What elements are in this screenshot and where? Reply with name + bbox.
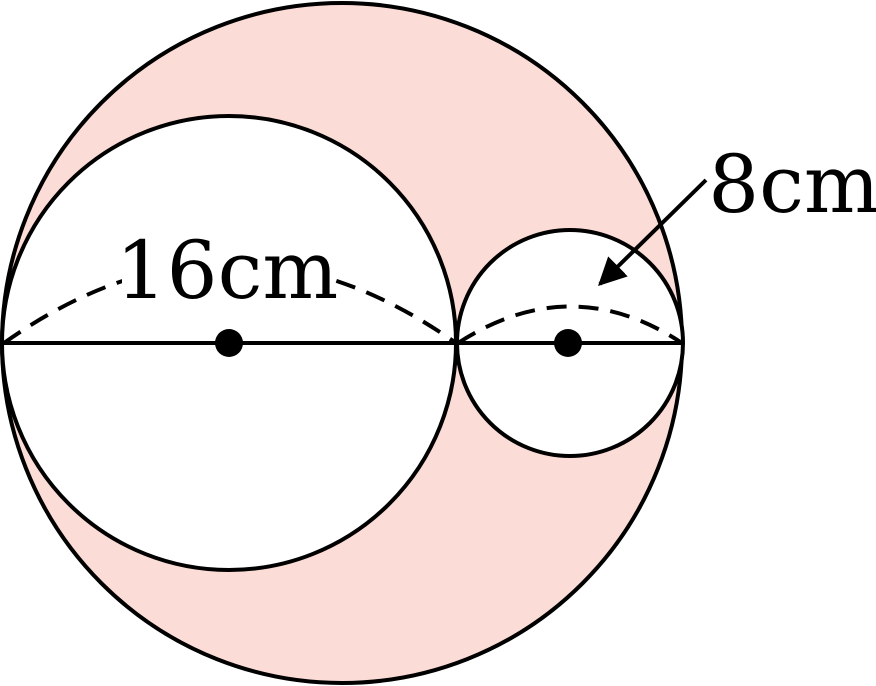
small-circle-center [554, 329, 582, 357]
large-diameter-label: 16cm [116, 224, 338, 317]
small-diameter-label: 8cm [708, 138, 876, 231]
large-label-background [122, 232, 332, 304]
large-circle-center [215, 329, 243, 357]
small-label-arrow [598, 178, 708, 286]
small-diameter-dashed-arc [456, 304, 684, 345]
